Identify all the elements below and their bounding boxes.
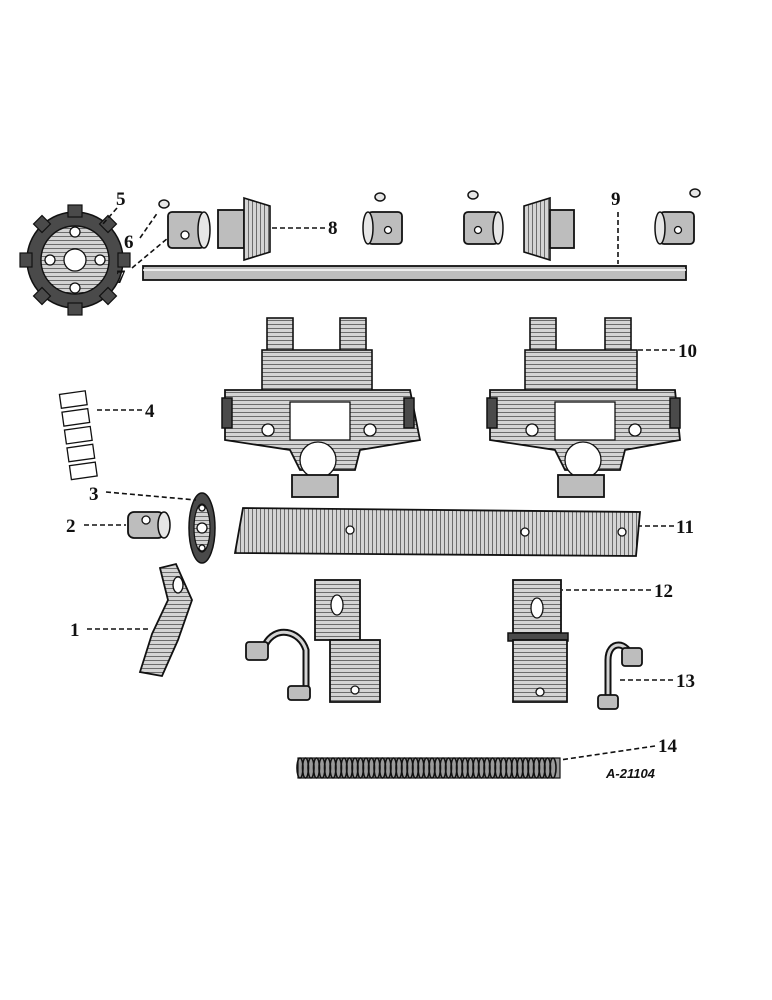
callout-10: 10 [678, 341, 697, 362]
callout-8: 8 [328, 218, 338, 239]
callout-13: 13 [676, 671, 695, 692]
bevel-gear [523, 196, 575, 262]
part-10-casting [221, 317, 422, 498]
callout-11: 11 [676, 517, 694, 538]
part-3-small-sprocket [188, 492, 216, 564]
part-4-chain [58, 390, 98, 481]
part-2-hub [127, 511, 171, 539]
leader-lines [84, 207, 675, 761]
part-12-bracket [507, 579, 569, 703]
part-13-bent-rod [597, 641, 643, 710]
callout-7: 7 [116, 267, 126, 288]
spring-coil [549, 757, 557, 779]
casting [486, 317, 681, 498]
part-7-collar [167, 211, 211, 249]
part-11-flat-bar [233, 507, 641, 557]
part-9-shaft [142, 265, 687, 281]
callout-2: 2 [66, 516, 76, 537]
callout-1: 1 [70, 620, 80, 641]
callout-6: 6 [124, 232, 134, 253]
part-5-sprocket [19, 204, 131, 316]
bracket-left [245, 579, 381, 703]
figure-code: A-21104 [605, 766, 656, 781]
collar [362, 211, 403, 245]
part-8-bevel-gear [217, 196, 271, 262]
callout-12: 12 [654, 581, 673, 602]
part-1-bracket [138, 562, 193, 678]
collar [654, 211, 695, 245]
callout-3: 3 [89, 484, 99, 505]
callout-5: 5 [116, 189, 126, 210]
callout-labels: 5 6 7 8 9 10 4 3 2 11 12 1 13 14 A-21104 [66, 189, 697, 781]
part-14-spring [296, 757, 561, 779]
callout-4: 4 [145, 401, 155, 422]
collar [463, 211, 504, 245]
callout-14: 14 [658, 736, 678, 757]
part-6-set-screw [158, 188, 701, 209]
callout-9: 9 [611, 189, 621, 210]
